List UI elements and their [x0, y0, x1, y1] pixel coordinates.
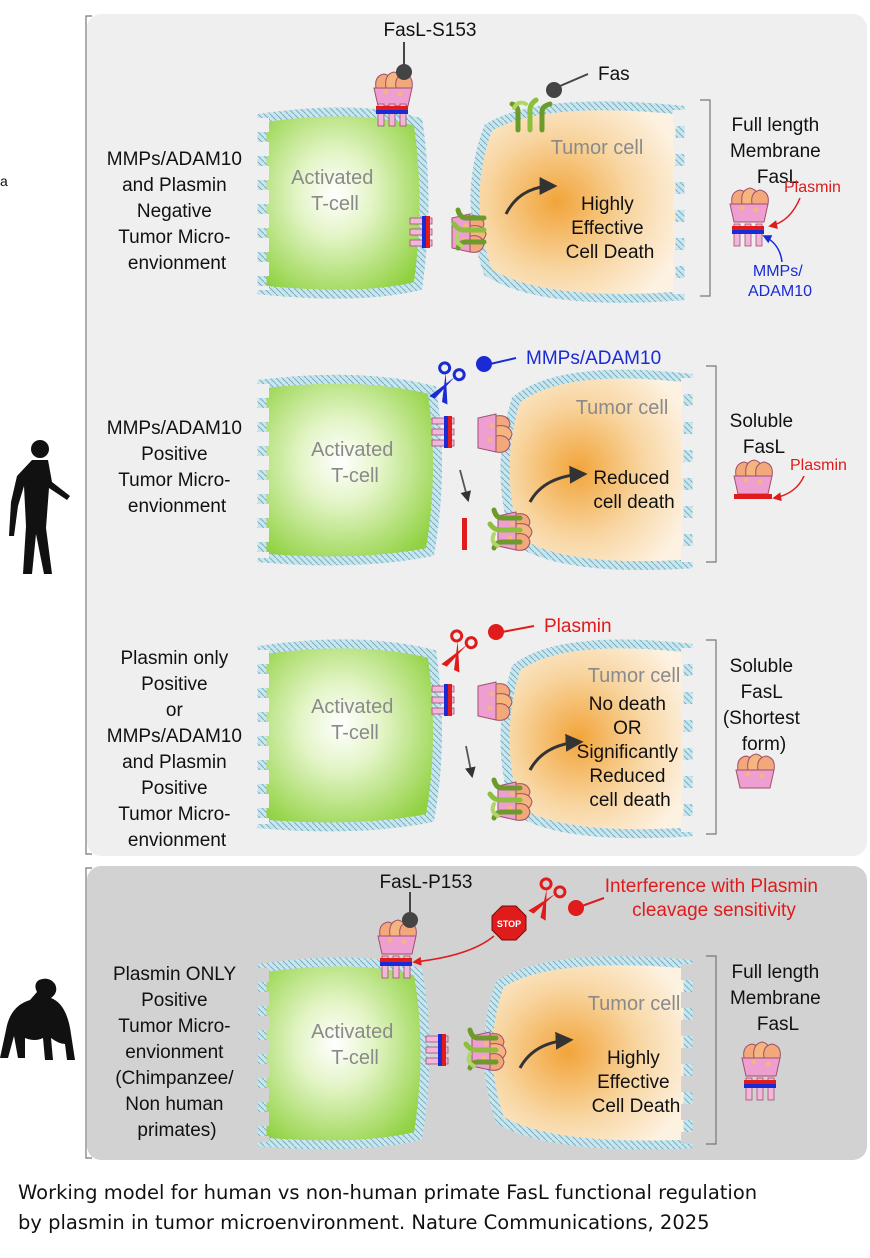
tumor-cell [500, 639, 693, 839]
right-label: Full length Membrane FasL [730, 115, 826, 188]
primate-bracket [85, 867, 92, 1159]
fas-label: Fas [598, 64, 630, 85]
caption-line-2: by plasmin in tumor microenvironment. Na… [18, 1211, 710, 1234]
tcell-label: Activated T-cell [311, 439, 399, 487]
figure-letter: a [0, 173, 8, 189]
scissor-label: MMPs/ADAM10 [526, 348, 661, 369]
outcome-label: Highly Effective Cell Death [566, 194, 655, 263]
svg-text:STOP: STOP [497, 919, 521, 929]
tcell-label: Activated T-cell [291, 167, 379, 215]
panel-4: Plasmin ONLY Positive Tumor Micro- envio… [113, 872, 826, 1150]
figure-caption: Working model for human vs non-human pri… [18, 1178, 858, 1238]
panel-4-condition: Plasmin ONLY Positive Tumor Micro- envio… [113, 964, 241, 1141]
human-silhouette-icon [9, 440, 70, 574]
panel-1-condition: MMPs/ADAM10 and Plasmin Negative Tumor M… [107, 149, 247, 274]
panel-1: MMPs/ADAM10 and Plasmin Negative Tumor M… [107, 20, 841, 303]
mmp-label: MMPs/ ADAM10 [748, 263, 812, 300]
panel-3: Plasmin only Positive or MMPs/ADAM10 and… [107, 616, 805, 851]
tumor-cell [500, 369, 693, 571]
panel-2-condition: MMPs/ADAM10 Positive Tumor Micro- envion… [107, 418, 247, 517]
tcell [257, 957, 430, 1150]
stop-sign-icon: STOP [491, 905, 527, 941]
fasl-p153-label: FasL-P153 [380, 872, 473, 893]
outcome-label: Highly Effective Cell Death [592, 1048, 681, 1117]
outcome-label: No death OR Significantly Reduced cell d… [577, 694, 684, 811]
panel-2: MMPs/ADAM10 Positive Tumor Micro- envion… [107, 348, 847, 571]
plasmin-label: Plasmin [790, 457, 847, 474]
human-bracket [85, 15, 92, 855]
tumor-label: Tumor cell [588, 993, 681, 1015]
interference-label: Interference with Plasmin cleavage sensi… [605, 876, 824, 921]
caption-line-1: Working model for human vs non-human pri… [18, 1181, 758, 1204]
outcome-label: Reduced cell death [593, 468, 674, 513]
tcell-label: Activated T-cell [311, 696, 399, 744]
tcell [257, 639, 443, 832]
tumor-label: Tumor cell [588, 665, 681, 687]
tcell-label: Activated T-cell [311, 1021, 399, 1069]
tcell [257, 107, 429, 299]
fasl-s153-label: FasL-S153 [384, 20, 477, 41]
panel-3-condition: Plasmin only Positive or MMPs/ADAM10 and… [107, 648, 247, 851]
tcell [257, 374, 443, 566]
chimpanzee-silhouette-icon [0, 978, 75, 1060]
right-label: Soluble FasL (Shortest form) [723, 656, 805, 755]
right-label: Soluble FasL [730, 411, 799, 458]
plasmin-label: Plasmin [784, 179, 841, 196]
tumor-label: Tumor cell [576, 397, 669, 419]
tumor-label: Tumor cell [551, 137, 644, 159]
tumor-cell [470, 101, 685, 303]
right-label: Full length Membrane FasL [730, 962, 826, 1035]
scissor-label: Plasmin [544, 616, 612, 637]
